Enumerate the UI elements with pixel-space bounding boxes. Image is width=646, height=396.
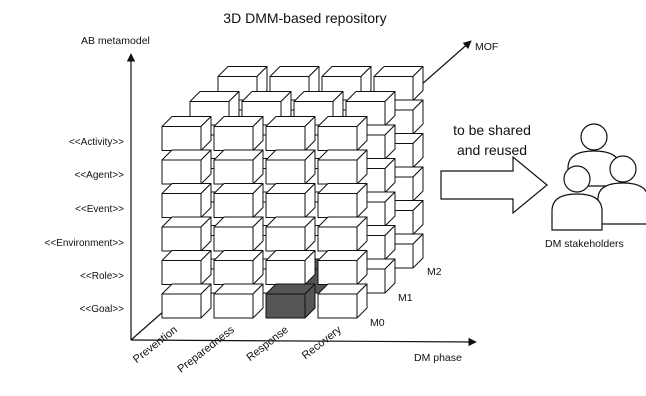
row-label-goal: <<Goal>> xyxy=(80,304,125,315)
repository-cube-recovery-m1-row5 xyxy=(345,91,396,126)
repository-cube-preparedness-m0-row1 xyxy=(213,250,264,285)
repository-cube-recovery-m0-row5 xyxy=(317,116,368,151)
repository-cube-response-m0-row1 xyxy=(265,250,316,285)
repository-cube-preparedness-m0-row4 xyxy=(213,149,264,185)
cube-front-face xyxy=(265,260,306,285)
cube-front-face xyxy=(213,293,254,319)
cube-front-face xyxy=(161,126,202,151)
cube-front-face xyxy=(213,226,254,252)
level-label-m0: M0 xyxy=(370,317,385,329)
cube-front-face xyxy=(265,159,306,185)
cube-front-face xyxy=(161,260,202,285)
row-label-agent: <<Agent>> xyxy=(75,170,125,181)
phase-label-recovery: Recovery xyxy=(300,324,344,362)
phase-labels: Prevention Preparedness Response Recover… xyxy=(131,324,344,376)
phase-label-preparedness: Preparedness xyxy=(175,324,237,376)
horizontal-axis-label: DM phase xyxy=(414,352,462,364)
repository-cube-preparedness-m0-row3 xyxy=(213,183,264,218)
cube-front-face xyxy=(265,126,306,151)
cube-front-face xyxy=(161,293,202,319)
level-label-m1: M1 xyxy=(398,292,413,304)
repository-cube-response-m0-row4 xyxy=(265,149,316,185)
depth-axis-label: MOF xyxy=(475,41,498,53)
repository-cube-preparedness-m0-row0 xyxy=(213,283,264,319)
stakeholders-icon xyxy=(551,123,646,231)
cube-front-face xyxy=(213,159,254,185)
repository-cube-recovery-m0-row2 xyxy=(317,216,368,252)
repository-cube-prevention-m0-row3 xyxy=(161,183,212,218)
repository-cube-response-m0-row2 xyxy=(265,216,316,252)
cube-front-face xyxy=(213,193,254,218)
repository-cube-response-m0-row5 xyxy=(265,116,316,151)
repository-cube-prevention-m0-row4 xyxy=(161,149,212,185)
cube-front-face xyxy=(317,126,358,151)
row-label-activity: <<Activity>> xyxy=(69,137,124,148)
cube-front-face xyxy=(161,226,202,252)
share-text-line-1: to be shared xyxy=(453,122,531,138)
horizontal-axis xyxy=(130,337,477,347)
repository-cube-prevention-m0-row2 xyxy=(161,216,212,252)
cube-front-face xyxy=(317,193,358,218)
repository-cube-response-m0-row3 xyxy=(265,183,316,218)
repository-cube-response-m0-row0 xyxy=(265,283,316,319)
vertical-axis-label: AB metamodel xyxy=(81,35,150,47)
repository-cube-preparedness-m0-row5 xyxy=(213,116,264,151)
cube-front-face xyxy=(265,293,306,319)
cube-front-face xyxy=(161,193,202,218)
metamodel-row-labels: <<Activity>> <<Agent>> <<Event>> <<Envir… xyxy=(45,137,125,315)
cube-front-face xyxy=(317,226,358,252)
level-label-m2: M2 xyxy=(427,266,442,278)
phase-label-response: Response xyxy=(244,324,290,364)
stakeholders-label: DM stakeholders xyxy=(545,238,624,250)
share-text-line-2: and reused xyxy=(457,142,527,158)
cube-front-face xyxy=(317,293,358,319)
row-label-environment: <<Environment>> xyxy=(45,238,125,249)
repository-cube-recovery-m0-row4 xyxy=(317,149,368,185)
repository-cube-recovery-m0-row3 xyxy=(317,183,368,218)
phase-label-prevention: Prevention xyxy=(131,324,180,366)
share-arrow xyxy=(440,155,548,215)
repository-cube-prevention-m2-row5 xyxy=(217,66,268,101)
cube-front-face xyxy=(317,159,358,185)
diagram-title: 3D DMM-based repository xyxy=(223,10,386,26)
repository-cube-prevention-m0-row5 xyxy=(161,116,212,151)
cube-front-face xyxy=(161,159,202,185)
repository-cube-prevention-m0-row1 xyxy=(161,250,212,285)
cube-front-face xyxy=(213,260,254,285)
row-label-role: <<Role>> xyxy=(80,271,124,282)
repository-cube-recovery-m0-row1 xyxy=(317,250,368,285)
repository-cube-preparedness-m0-row2 xyxy=(213,216,264,252)
cube-front-face xyxy=(265,193,306,218)
cube-front-face xyxy=(213,126,254,151)
repository-cube-recovery-m0-row0 xyxy=(317,283,368,319)
repository-cube-prevention-m0-row0 xyxy=(161,283,212,319)
mof-level-labels: M0 M1 M2 xyxy=(370,266,442,329)
row-label-event: <<Event>> xyxy=(75,204,124,215)
cube-grid xyxy=(161,66,424,319)
cube-front-face xyxy=(265,226,306,252)
cube-front-face xyxy=(317,260,358,285)
